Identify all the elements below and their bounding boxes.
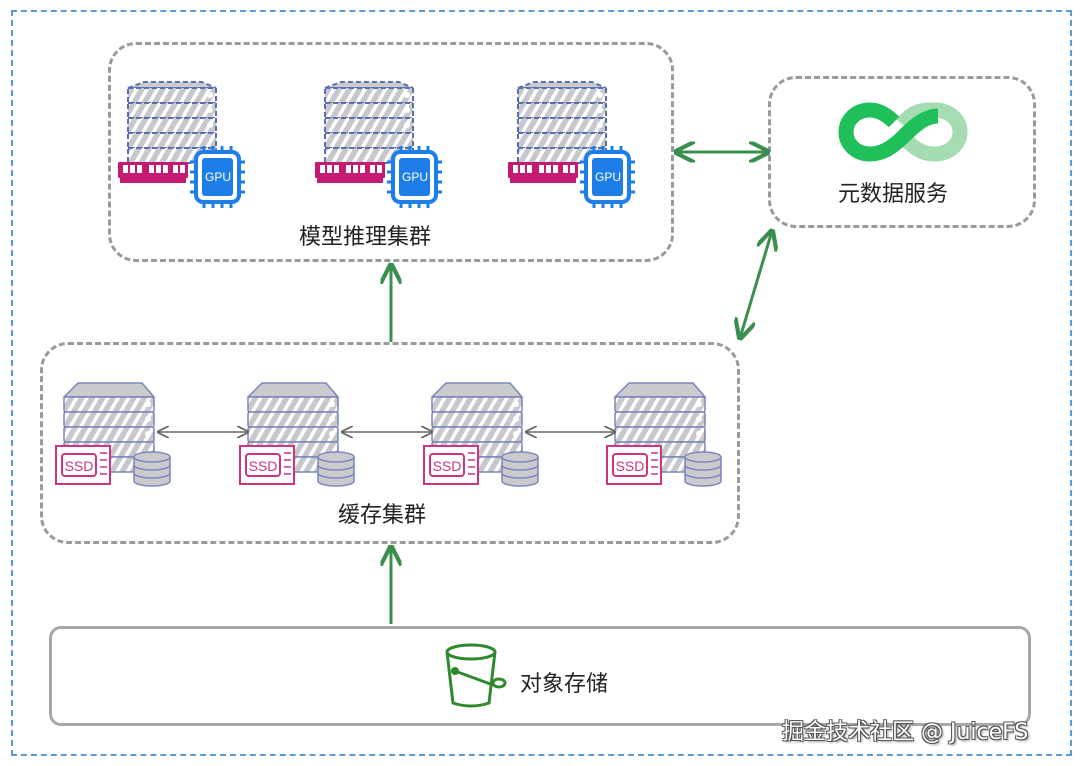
bucket-icon <box>445 643 507 708</box>
ssd-label: SSD <box>249 458 278 474</box>
cache-node: SSD <box>55 382 171 487</box>
ssd-label: SSD <box>65 458 94 474</box>
inference-node: GPU <box>313 80 444 210</box>
inference-cluster <box>108 42 674 262</box>
watermark: 掘金技术社区 @ JuiceFS <box>782 720 1029 745</box>
cache-node: SSD <box>606 382 722 487</box>
cache-node: SSD <box>239 382 355 487</box>
gpu-label: GPU <box>595 170 621 184</box>
metadata-service-label: 元数据服务 <box>838 182 949 207</box>
gpu-label: GPU <box>205 170 231 184</box>
inference-node: GPU <box>506 80 637 210</box>
object-storage-label: 对象存储 <box>520 672 609 697</box>
object-storage <box>49 626 1031 726</box>
cache-cluster <box>40 342 740 544</box>
cache-metadata-arrow <box>740 231 772 338</box>
diagram-frame <box>11 10 1072 756</box>
metadata-logo-icon <box>838 102 968 162</box>
inference-node: GPU <box>116 80 247 210</box>
ssd-label: SSD <box>616 458 645 474</box>
ssd-label: SSD <box>433 458 462 474</box>
inference-cluster-label: 模型推理集群 <box>299 225 432 250</box>
cache-node: SSD <box>423 382 539 487</box>
gpu-label: GPU <box>402 170 428 184</box>
cache-cluster-label: 缓存集群 <box>338 503 427 528</box>
